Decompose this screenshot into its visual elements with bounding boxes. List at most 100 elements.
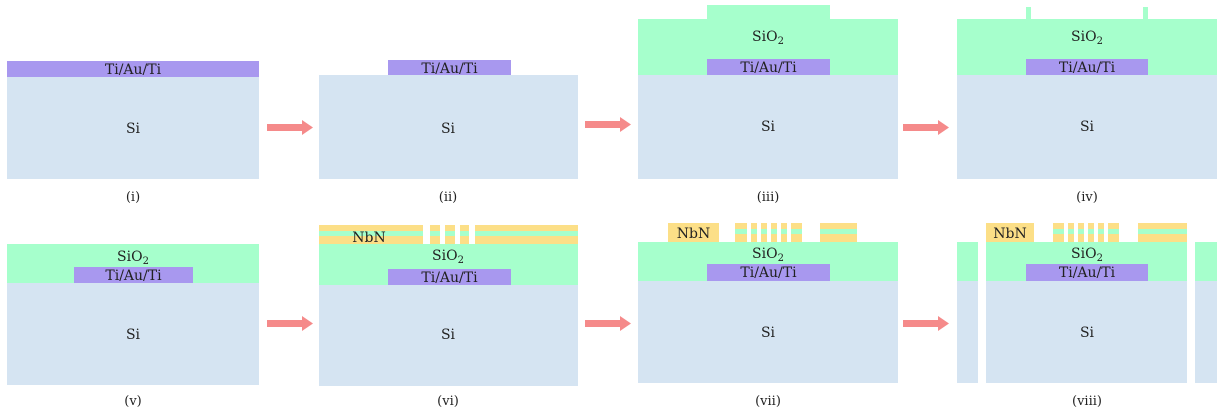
nbn-block: [475, 236, 578, 244]
sio2-label: SiO2: [117, 249, 149, 267]
process-arrow: [585, 117, 631, 132]
si-substrate: [986, 281, 1187, 383]
step-label: (iii): [757, 190, 780, 205]
nbn-finger-mid: [430, 231, 440, 236]
metal-label: Ti/Au/Ti: [421, 61, 478, 77]
si-label: Si: [1080, 119, 1095, 135]
metal-label: Ti/Au/Ti: [105, 62, 162, 78]
nbn-stack: [319, 225, 578, 244]
sio2-label: SiO2: [432, 248, 464, 266]
nbn-finger-mid: [791, 229, 802, 234]
sio2-bump: [707, 5, 830, 19]
sio2-column-right: [1195, 242, 1217, 281]
step-label: (ii): [439, 190, 457, 205]
si-substrate: [638, 281, 898, 383]
metal-label: Ti/Au/Ti: [421, 270, 478, 286]
sio2-spike: [1026, 7, 1031, 19]
si-substrate: [7, 77, 259, 179]
step-label: (vii): [755, 394, 781, 409]
nbn-finger-mid: [771, 229, 777, 234]
metal-layer: [707, 59, 830, 75]
nbn-finger-mid: [735, 229, 747, 234]
nbn-pad: [668, 223, 719, 242]
sio2-text: SiO: [1071, 29, 1097, 45]
metal-layer: [707, 264, 830, 281]
si-substrate: [319, 285, 578, 386]
metal-label: Ti/Au/Ti: [1059, 60, 1116, 76]
nbn-finger-mid: [1108, 229, 1119, 234]
step-label: (v): [124, 394, 142, 409]
si-label: Si: [441, 327, 456, 343]
metal-label: Ti/Au/Ti: [740, 60, 797, 76]
nbn-block: [475, 225, 578, 231]
process-arrow: [903, 316, 949, 331]
metal-layer: [1026, 264, 1148, 281]
step-ii: Ti/Au/Ti Si (ii): [319, 60, 578, 205]
sio2-text: SiO: [117, 249, 143, 265]
step-vii: NbN SiO2 Ti/Au/Ti Si (vii): [638, 223, 898, 409]
nbn-finger-mid: [460, 231, 469, 236]
nbn-finger-mid: [1098, 229, 1104, 234]
sio2-label: SiO2: [752, 29, 784, 47]
nbn-finger-mid: [1078, 229, 1084, 234]
sio2-text: SiO: [752, 246, 778, 262]
si-substrate: [957, 75, 1217, 179]
sio2-text: SiO: [1071, 246, 1097, 262]
sio2-subscript: 2: [778, 253, 784, 264]
sio2-spike: [1143, 7, 1148, 19]
process-arrow: [267, 316, 313, 331]
nbn-block: [319, 225, 423, 231]
nbn-label: NbN: [993, 226, 1026, 242]
si-substrate: [638, 75, 898, 179]
process-arrow: [585, 316, 631, 331]
si-substrate: [7, 283, 259, 385]
step-label: (viii): [1072, 394, 1102, 409]
step-label: (i): [126, 190, 140, 205]
sio2-label: SiO2: [1071, 29, 1103, 47]
si-label: Si: [761, 119, 776, 135]
nbn-block-mid: [319, 231, 423, 236]
si-label: Si: [761, 325, 776, 341]
nbn-finger-mid: [1068, 229, 1074, 234]
step-iv: SiO2 Ti/Au/Ti Si (iv): [957, 7, 1217, 205]
metal-label: Ti/Au/Ti: [105, 268, 162, 284]
nbn-pad: [986, 223, 1034, 242]
si-column-left: [957, 281, 978, 383]
nbn-block: [319, 236, 423, 244]
metal-layer: [1026, 59, 1148, 75]
metal-layer: [388, 269, 511, 285]
nbn-pad-mid: [820, 229, 857, 234]
metal-label: Ti/Au/Ti: [740, 265, 797, 281]
process-arrow: [903, 120, 949, 135]
sio2-text: SiO: [432, 248, 458, 264]
metal-layer: [74, 267, 193, 283]
si-label: Si: [441, 121, 456, 137]
metal-label: Ti/Au/Ti: [1059, 265, 1116, 281]
si-label: Si: [1080, 325, 1095, 341]
nbn-pattern: [668, 223, 857, 242]
sio2-subscript: 2: [1097, 36, 1103, 47]
process-arrow: [267, 120, 313, 135]
step-viii: NbN SiO2 Ti/Au/Ti Si (viii): [957, 223, 1217, 409]
step-label: (vi): [437, 394, 459, 409]
step-vi: NbN SiO2 Ti/Au/Ti Si (vi): [319, 225, 578, 409]
sio2-column-left: [957, 242, 978, 281]
si-substrate: [319, 75, 578, 179]
si-column-right: [1195, 281, 1217, 383]
metal-layer: [388, 60, 511, 75]
sio2-subscript: 2: [458, 255, 464, 266]
step-iii: SiO2 Ti/Au/Ti Si (iii): [638, 5, 898, 205]
sio2-subscript: 2: [143, 256, 149, 267]
nbn-finger-mid: [445, 231, 455, 236]
nbn-pad-mid: [1138, 229, 1187, 234]
nbn-pattern: [986, 223, 1187, 242]
si-label: Si: [126, 327, 141, 343]
nbn-finger-mid: [1088, 229, 1094, 234]
sio2-text: SiO: [752, 29, 778, 45]
nbn-finger-mid: [751, 229, 757, 234]
nbn-block-mid: [475, 231, 578, 236]
sio2-subscript: 2: [778, 36, 784, 47]
nbn-label: NbN: [352, 230, 385, 246]
si-label: Si: [126, 121, 141, 137]
